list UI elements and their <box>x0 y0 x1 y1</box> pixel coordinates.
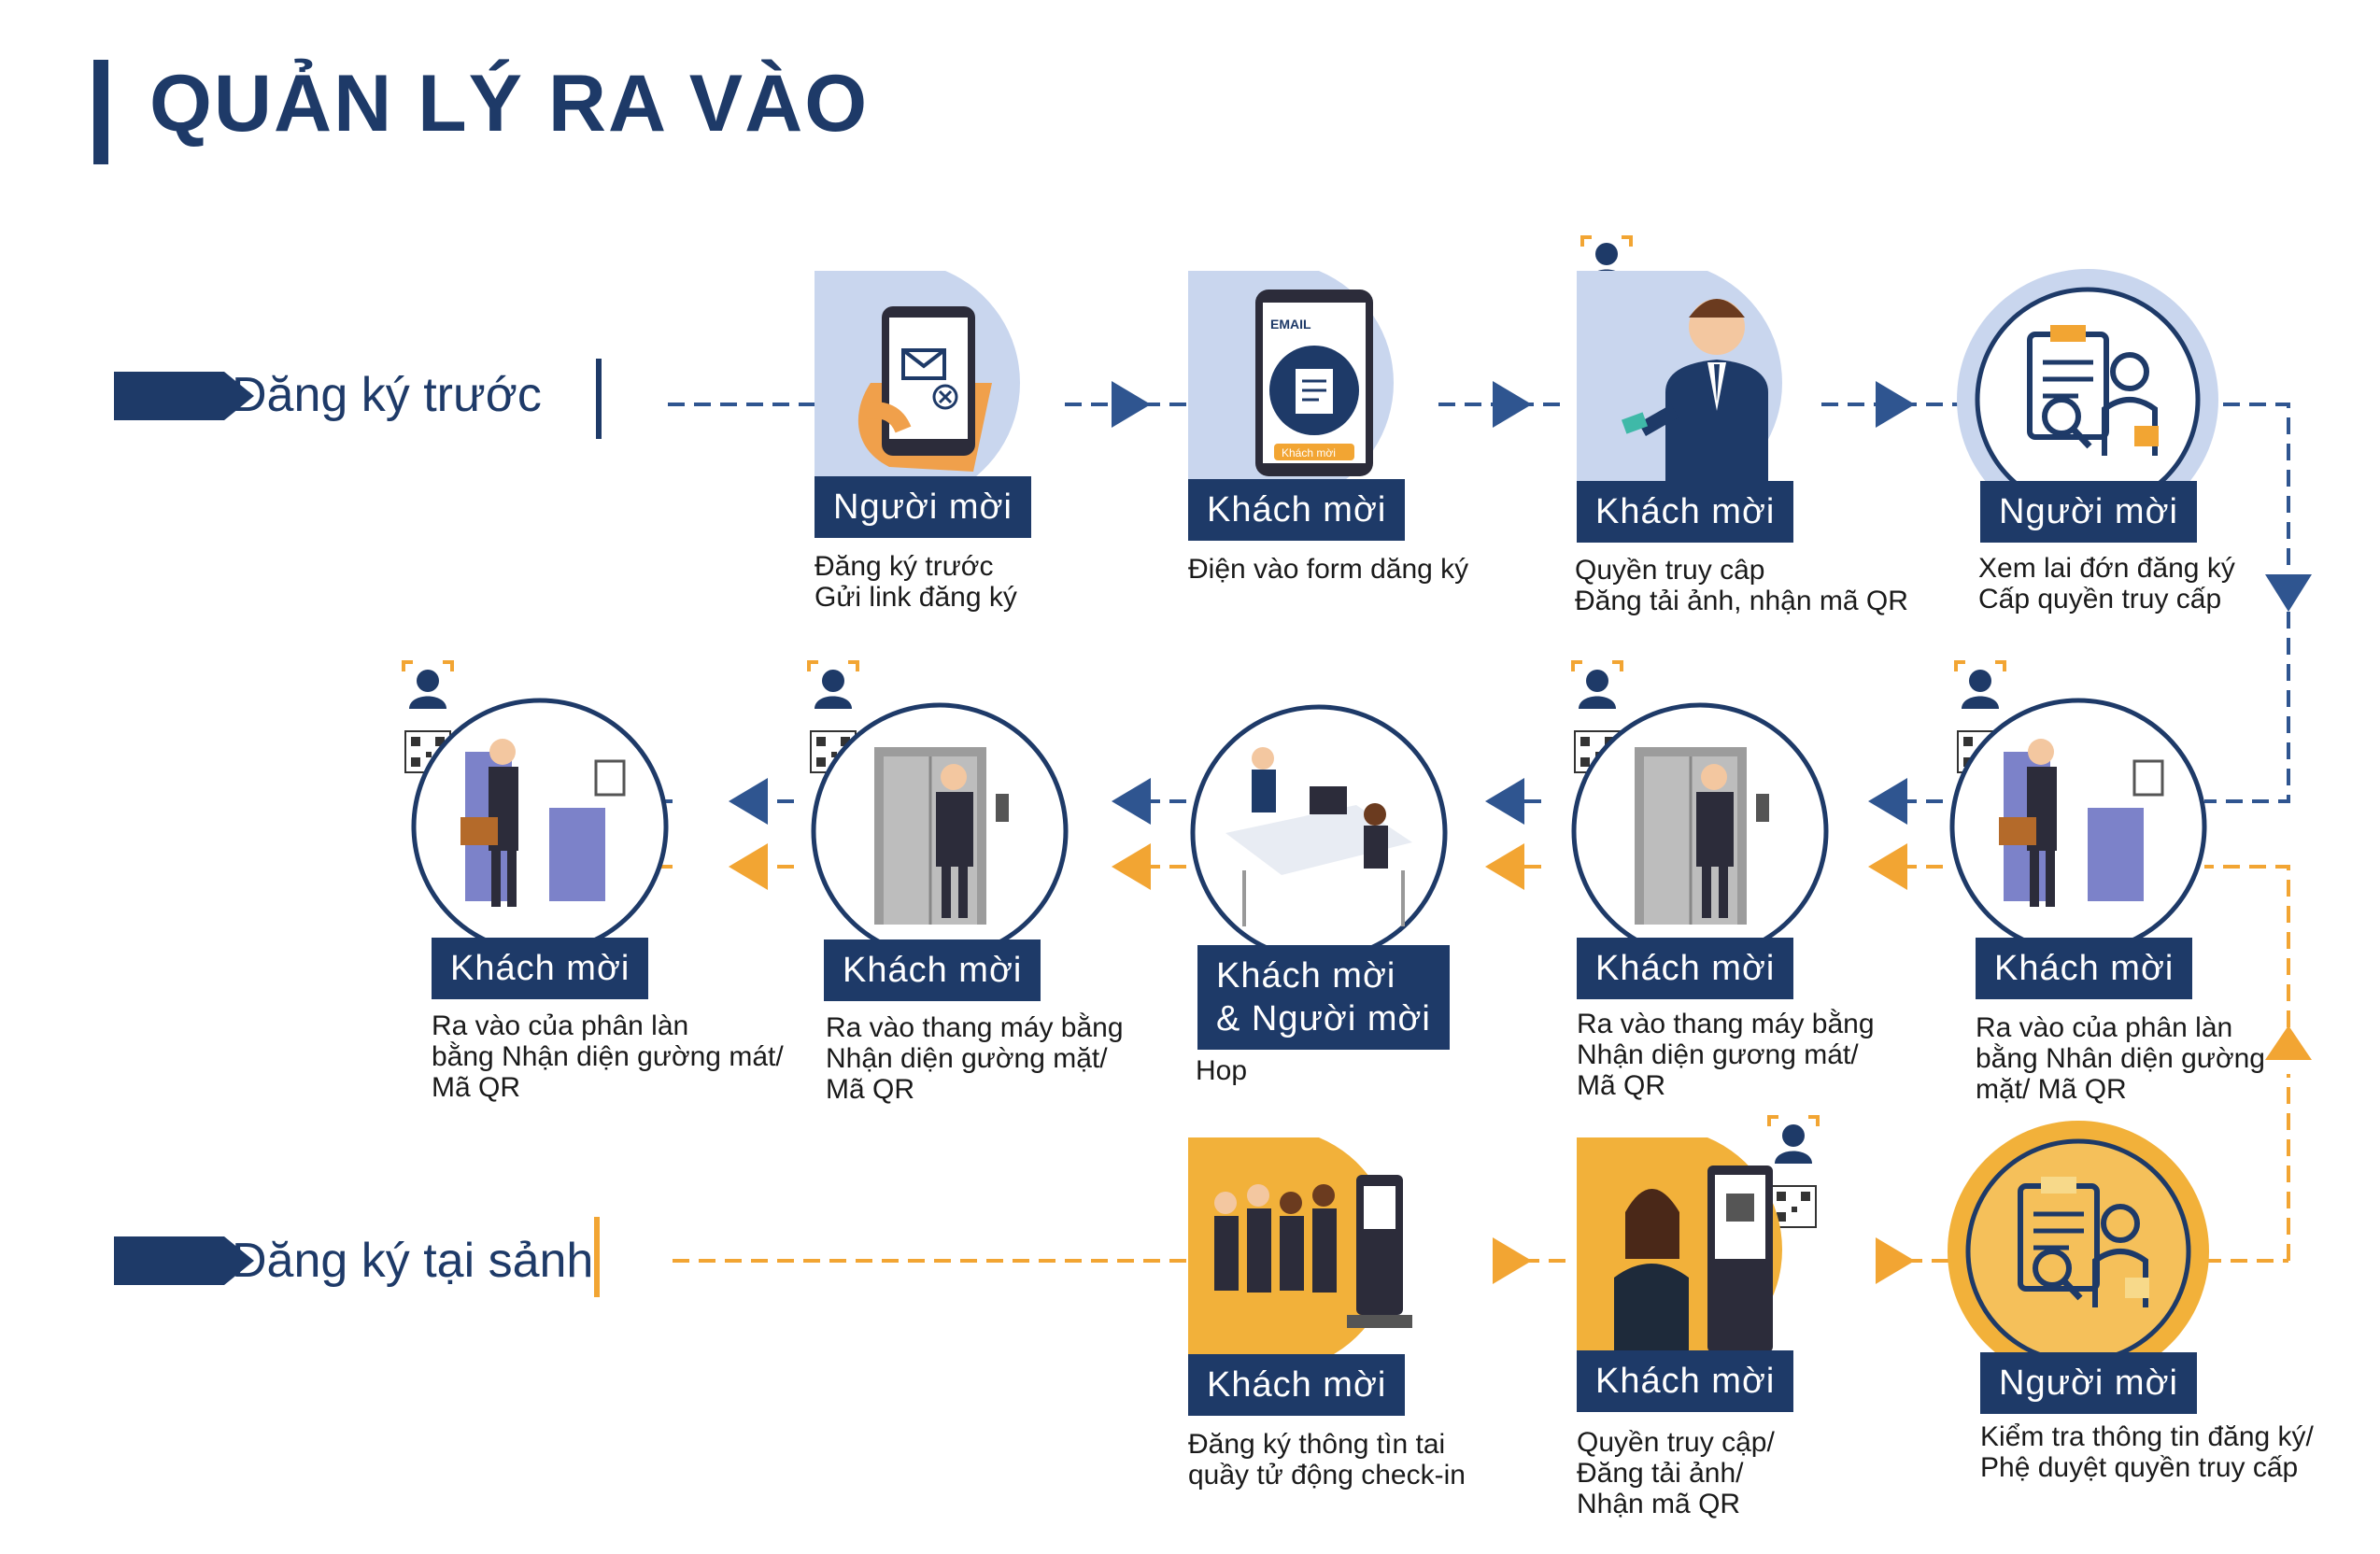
row-lobby-arrow-icon <box>114 1236 254 1285</box>
step-pre-1-actor: Người mời <box>815 476 1031 538</box>
desc-line: Quyền truy cập/ <box>1577 1427 1775 1458</box>
arrowhead-12 <box>1112 843 1151 890</box>
desc-line: Xem lai đớn đăng ký <box>1978 553 2235 584</box>
review-document-icon <box>1948 1121 2209 1382</box>
desc-line: Hop <box>1196 1055 1248 1086</box>
step-mid-5-desc: Ra vào của phân làn bằng Nhân diện gường… <box>1976 1012 2265 1105</box>
desc-line: Mã QR <box>1577 1070 1666 1101</box>
arrowhead-6 <box>1485 778 1524 825</box>
arrowhead-5 <box>1868 778 1907 825</box>
desc-line: Ra vào thang máy bằng <box>1577 1009 1875 1039</box>
desc-line: Nhận diện gương mát/ <box>1577 1039 1859 1070</box>
desc-line: Đăng tải ảnh/ <box>1577 1458 1744 1489</box>
arrowhead-13 <box>729 843 768 890</box>
desc-line: Quyền truy câp <box>1575 555 1765 586</box>
arrowhead-1 <box>1112 381 1151 428</box>
arrowhead-10 <box>1868 843 1907 890</box>
connector-mid-orange <box>635 865 2290 1261</box>
desc-line: bằng Nhận diện gường mát/ <box>432 1041 784 1072</box>
desc-line: Ra vào của phân làn <box>1976 1012 2233 1043</box>
desc-line: Cấp quyền truy cấp <box>1978 584 2222 615</box>
desc-line: Đăng ký trước <box>815 551 994 582</box>
arrowhead-2 <box>1493 381 1532 428</box>
step-pre-1-desc: Đăng ký trước Gửi link đăng ký <box>815 551 1017 613</box>
desc-line: Mã QR <box>432 1072 521 1103</box>
desc-line: quầy tử động check-in <box>1188 1460 1466 1490</box>
arrowhead-4 <box>2265 574 2312 612</box>
step-mid-1-desc: Ra vào của phân làn bằng Nhận diện gường… <box>432 1010 784 1103</box>
kiosk-group-icon <box>1188 1137 1412 1362</box>
actor-line: & Người mời <box>1216 999 1431 1038</box>
connector-right-down <box>2204 612 2290 803</box>
phone-mail-icon <box>815 271 1020 495</box>
desc-line: Kiểm tra thông tin đăng ký/ <box>1980 1421 2314 1452</box>
face-qr-badge-icon <box>1767 1115 1820 1228</box>
arrowhead-11 <box>1485 843 1524 890</box>
actor-line: Khách mời <box>1216 956 1396 996</box>
arrowhead-14 <box>1493 1237 1532 1284</box>
step-pre-3-desc: Quyền truy câp Đăng tải ảnh, nhận mã QR <box>1575 555 1908 616</box>
step-mid-2-actor: Khách mời <box>824 939 1041 1001</box>
businessman-phone-icon <box>1577 271 1782 495</box>
step-lob-1-desc: Đăng ký thông tìn tai quầy tử động check… <box>1188 1429 1466 1490</box>
row-lobby-label: Đăng ký tại sảnh <box>232 1234 594 1288</box>
page-title: QUẢN LÝ RA VÀO <box>149 59 870 148</box>
row-pre-divider <box>596 359 602 439</box>
step-pre-4-actor: Người mời <box>1980 481 2197 543</box>
elevator-icon <box>1571 702 1829 960</box>
desc-line: Đăng tải ảnh, nhận mã QR <box>1575 586 1908 616</box>
step-mid-3-desc: Hop <box>1196 1055 1247 1086</box>
arrowhead-3 <box>1876 381 1915 428</box>
step-lob-3-actor: Người mời <box>1980 1352 2197 1414</box>
desc-line: Nhận diện gường mặt/ <box>826 1043 1108 1074</box>
row-pre-label: Đăng ký trước <box>232 368 542 422</box>
desc-line: Ra vào của phân làn <box>432 1010 689 1041</box>
step-mid-4-desc: Ra vào thang máy bằng Nhận diện gương má… <box>1577 1009 1875 1101</box>
arrowhead-15 <box>1876 1237 1915 1284</box>
step-pre-4-desc: Xem lai đớn đăng ký Cấp quyền truy cấp <box>1978 553 2235 615</box>
desc-line: Gửi link đăng ký <box>815 582 1017 613</box>
turnstile-icon <box>411 698 669 955</box>
turnstile-icon <box>1949 698 2207 955</box>
title-accent-bar <box>93 60 108 164</box>
desc-line: bằng Nhân diện gường <box>1976 1043 2265 1074</box>
step-pre-3-actor: Khách mời <box>1577 481 1794 543</box>
step-pre-2-actor: Khách mời <box>1188 479 1406 541</box>
step-lob-1-actor: Khách mời <box>1188 1354 1406 1416</box>
step-pre-2-desc: Điện vào form dăng ký <box>1188 554 1468 585</box>
step-lob-2-actor: Khách mời <box>1577 1350 1794 1412</box>
step-mid-2-desc: Ra vào thang máy bằng Nhận diện gường mặ… <box>826 1012 1124 1105</box>
arrowhead-9 <box>2265 1025 2312 1060</box>
desc-line: Phệ duyệt quyền truy cấp <box>1980 1452 2299 1483</box>
step-mid-4-actor: Khách mời <box>1577 938 1794 999</box>
desc-line: Điện vào form dăng ký <box>1188 554 1469 585</box>
step-lob-2-desc: Quyền truy cập/ Đăng tải ảnh/ Nhận mã QR <box>1577 1427 1775 1519</box>
arrowhead-7 <box>1112 778 1151 825</box>
step-lob-3-desc: Kiểm tra thông tin đăng ký/ Phệ duyệt qu… <box>1980 1421 2314 1483</box>
desc-line: Mã QR <box>826 1074 915 1105</box>
row-lobby-divider <box>594 1217 600 1297</box>
phone-form-icon: EMAIL Khách mời <box>1188 271 1394 495</box>
desc-line: Ra vào thang máy bằng <box>826 1012 1124 1043</box>
arrowhead-8 <box>729 778 768 825</box>
svg-text:Khách mời: Khách mời <box>1282 446 1336 459</box>
kiosk-woman-icon <box>1577 1137 1782 1362</box>
row-pre-arrow-icon <box>114 372 254 420</box>
step-mid-5-actor: Khách mời <box>1976 938 2193 999</box>
svg-text:EMAIL: EMAIL <box>1270 317 1311 332</box>
review-document-icon <box>1957 269 2218 530</box>
elevator-icon <box>811 702 1069 960</box>
step-mid-1-actor: Khách mời <box>432 938 649 999</box>
desc-line: Đăng ký thông tìn tai <box>1188 1429 1446 1460</box>
meeting-icon <box>1190 704 1448 962</box>
desc-line: mặt/ Mã QR <box>1976 1074 2127 1105</box>
desc-line: Nhận mã QR <box>1577 1489 1741 1519</box>
step-mid-3-actor: Khách mời & Người mời <box>1197 945 1450 1050</box>
